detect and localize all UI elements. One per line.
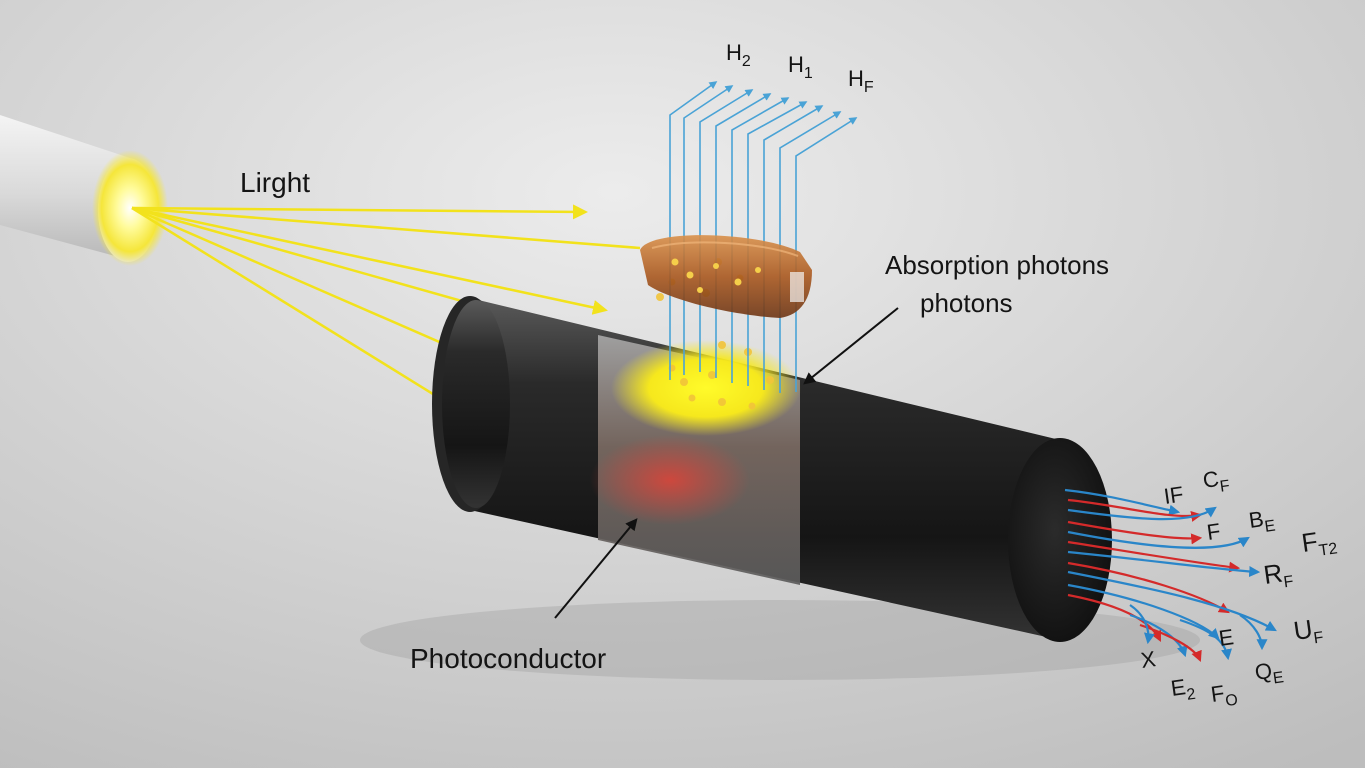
output-label-fo: FO (1209, 679, 1239, 712)
light-source (0, 115, 168, 266)
output-arrow-blue (1129, 613, 1188, 658)
light-beam (131, 206, 641, 250)
output-arrow-blue (1129, 604, 1155, 645)
output-label-be: BE (1247, 505, 1276, 538)
output-currents (1064, 488, 1277, 663)
output-label-e: E (1217, 624, 1235, 651)
output-arrow-blue (1067, 530, 1250, 549)
light-label: Lirght (240, 167, 310, 198)
output-arrow-blue (1067, 583, 1220, 640)
output-arrow-blue (1067, 570, 1277, 632)
output-arrow-red (1067, 520, 1203, 545)
output-arrow-blue (1239, 614, 1268, 651)
output-arrow-red (1067, 593, 1161, 642)
illuminated-spot (611, 340, 801, 436)
absorption-pointer (803, 307, 899, 385)
light-source-glow (92, 150, 168, 266)
output-label-rf: RF (1262, 556, 1295, 594)
output-arrow-blue (1064, 488, 1181, 516)
field-label-h1: H1 (788, 52, 813, 82)
output-label-x: X (1139, 646, 1157, 673)
absorber-crystal (640, 235, 812, 318)
absorption-label-line2: photons (920, 288, 1013, 318)
output-arrow-red (1067, 498, 1203, 522)
light-beam (131, 206, 478, 422)
field-line (795, 117, 858, 392)
photoconductor-cylinder (432, 296, 1112, 642)
output-label-uf: UF (1292, 612, 1325, 650)
field-label-hf: HF (848, 66, 874, 96)
photoconductor-pointer (554, 518, 638, 619)
light-beam (131, 204, 588, 220)
output-arrow-blue (1067, 506, 1217, 521)
photoconductor-label: Photoconductor (410, 643, 606, 674)
output-arrow-blue (1179, 618, 1232, 661)
absorption-label: Absorption photons (885, 250, 1109, 280)
output-label-cf: CF (1201, 465, 1231, 498)
output-arrow-blue (1067, 550, 1261, 578)
red-carrier-glow (590, 435, 750, 525)
output-label-if: IF (1162, 481, 1185, 508)
light-beam (131, 206, 608, 315)
field-label-h2: H2 (726, 40, 751, 70)
output-label-f: F (1205, 518, 1222, 545)
output-arrow-red (1067, 540, 1241, 573)
cylinder-end-face (1008, 438, 1112, 642)
output-label-e2: E2 (1169, 673, 1197, 706)
output-label-ft2: FT2 (1300, 523, 1339, 561)
output-label-qe: QE (1253, 656, 1285, 690)
